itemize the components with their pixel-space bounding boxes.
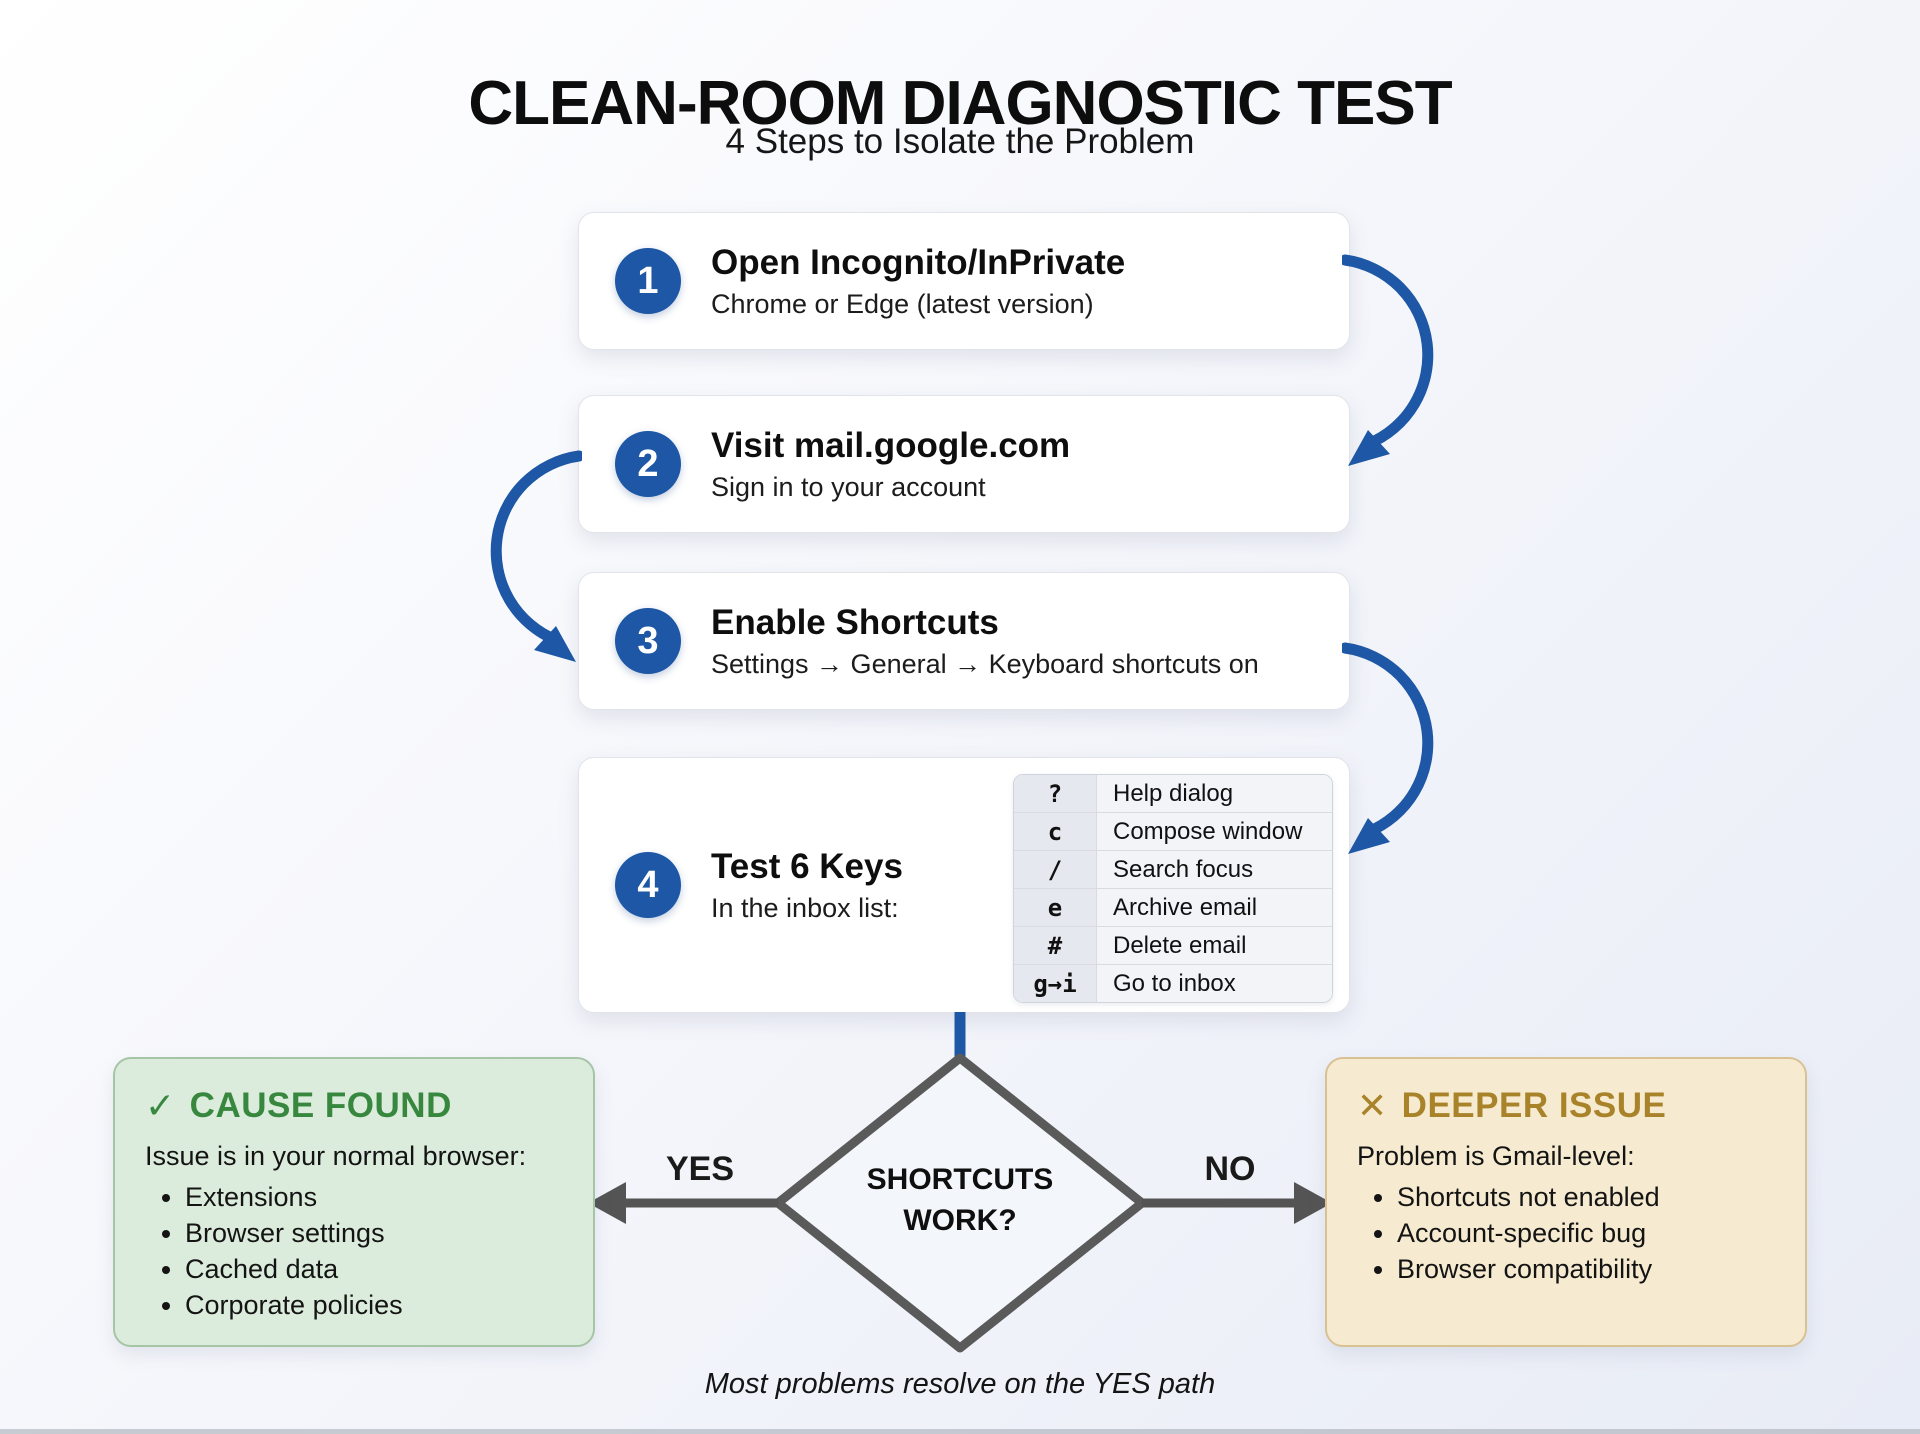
key-cell: c (1014, 813, 1097, 850)
step-2-number-badge: 2 (615, 431, 681, 497)
list-item: Browser settings (185, 1218, 563, 1249)
step-3-subtitle: Settings → General → Keyboard shortcuts … (711, 648, 1259, 679)
key-cell: ? (1014, 775, 1097, 812)
step-1-subtitle: Chrome or Edge (latest version) (711, 288, 1094, 319)
bottom-edge-strip (0, 1429, 1920, 1434)
table-row: ? Help dialog (1014, 775, 1332, 812)
table-row: / Search focus (1014, 850, 1332, 888)
step-4-card: 4 Test 6 Keys In the inbox list: ? Help … (578, 757, 1350, 1013)
deeper-issue-bullet-list: Shortcuts not enabled Account-specific b… (1357, 1182, 1775, 1285)
page-title: CLEAN-ROOM DIAGNOSTIC TEST (468, 68, 1452, 138)
action-cell: Search focus (1097, 851, 1332, 888)
step-3-text: Enable Shortcuts Settings → General → Ke… (711, 603, 1259, 680)
curved-arrow-step2-to-step3-icon (490, 450, 582, 662)
step-4-subtitle: In the inbox list: (711, 892, 899, 923)
deeper-issue-heading-text: DEEPER ISSUE (1401, 1086, 1667, 1125)
list-item: Cached data (185, 1254, 563, 1285)
list-item: Shortcuts not enabled (1397, 1182, 1775, 1213)
deeper-issue-card: ✕ DEEPER ISSUE Problem is Gmail-level: S… (1325, 1057, 1807, 1347)
list-item: Browser compatibility (1397, 1254, 1775, 1285)
deeper-issue-intro: Problem is Gmail-level: (1357, 1141, 1635, 1171)
cause-found-card: ✓ CAUSE FOUND Issue is in your normal br… (113, 1057, 595, 1347)
cross-icon: ✕ (1357, 1085, 1388, 1126)
yes-arrowhead-icon (588, 1182, 626, 1224)
key-cell: g→i (1014, 965, 1097, 1002)
step-1-text: Open Incognito/InPrivate Chrome or Edge … (711, 243, 1125, 320)
deeper-issue-heading: ✕ DEEPER ISSUE (1357, 1085, 1775, 1127)
page-subtitle: 4 Steps to Isolate the Problem (725, 122, 1195, 161)
shortcut-keys-table: ? Help dialog c Compose window / Search … (1013, 774, 1333, 1003)
table-row: e Archive email (1014, 888, 1332, 926)
diamond-shape (773, 1053, 1147, 1353)
list-item: Account-specific bug (1397, 1218, 1775, 1249)
cause-found-intro: Issue is in your normal browser: (145, 1141, 527, 1171)
check-icon: ✓ (145, 1085, 176, 1126)
decision-question-line2: WORK? (903, 1203, 1017, 1237)
action-cell: Archive email (1097, 889, 1332, 926)
action-cell: Compose window (1097, 813, 1332, 850)
no-path-label: NO (1204, 1150, 1256, 1188)
decision-question: SHORTCUTS WORK? (840, 1160, 1080, 1241)
step-2-subtitle: Sign in to your account (711, 471, 986, 502)
step-4-title: Test 6 Keys (711, 846, 903, 886)
curved-arrow-step3-to-step4-icon (1342, 642, 1434, 854)
step-2-title: Visit mail.google.com (711, 425, 1071, 465)
cause-found-bullet-list: Extensions Browser settings Cached data … (145, 1182, 563, 1321)
cause-found-heading-text: CAUSE FOUND (189, 1086, 452, 1125)
decision-diamond-graphic (588, 1012, 1332, 1353)
step-1-number-badge: 1 (615, 248, 681, 314)
step-3-card: 3 Enable Shortcuts Settings → General → … (578, 572, 1350, 710)
table-row: # Delete email (1014, 926, 1332, 964)
step-3-number-badge: 3 (615, 608, 681, 674)
table-row: g→i Go to inbox (1014, 964, 1332, 1002)
cause-found-heading: ✓ CAUSE FOUND (145, 1085, 563, 1127)
key-cell: e (1014, 889, 1097, 926)
step-4-text: Test 6 Keys In the inbox list: (711, 847, 903, 924)
no-arrowhead-icon (1294, 1182, 1332, 1224)
action-cell: Help dialog (1097, 775, 1332, 812)
step-3-title: Enable Shortcuts (711, 602, 999, 642)
yes-path-label: YES (665, 1150, 735, 1188)
list-item: Corporate policies (185, 1290, 563, 1321)
decision-question-line1: SHORTCUTS (866, 1163, 1054, 1196)
step-2-text: Visit mail.google.com Sign in to your ac… (711, 426, 1070, 503)
table-row: c Compose window (1014, 812, 1332, 850)
list-item: Extensions (185, 1182, 563, 1213)
step-1-card: 1 Open Incognito/InPrivate Chrome or Edg… (578, 212, 1350, 350)
key-cell: / (1014, 851, 1097, 888)
action-cell: Delete email (1097, 927, 1332, 964)
key-cell: # (1014, 927, 1097, 964)
step-1-title: Open Incognito/InPrivate (711, 242, 1126, 282)
curved-arrow-step1-to-step2-icon (1342, 254, 1434, 466)
step-4-number-badge: 4 (615, 852, 681, 918)
step-2-card: 2 Visit mail.google.com Sign in to your … (578, 395, 1350, 533)
footer-note: Most problems resolve on the YES path (704, 1368, 1216, 1400)
action-cell: Go to inbox (1097, 965, 1332, 1002)
